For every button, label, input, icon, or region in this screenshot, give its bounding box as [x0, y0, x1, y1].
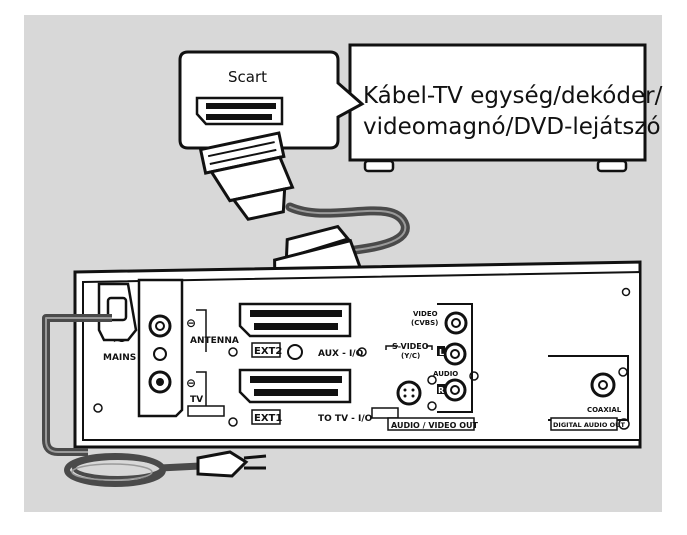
antenna-middle-hole	[153, 347, 167, 361]
av-out-label: AUDIO / VIDEO OUT	[391, 421, 479, 430]
audio-left-marker: L	[439, 348, 444, 357]
ext2-scart-socket: EXT2 AUX - I/O	[228, 302, 367, 360]
video-label-line2: (CVBS)	[411, 319, 438, 327]
mains-socket: ~ MAINS	[97, 282, 138, 363]
ext2-label: EXT2	[254, 346, 282, 357]
aux-io-label: AUX - I/O	[318, 349, 364, 359]
video-label-line1: VIDEO	[413, 310, 438, 318]
external-device: Kábel-TV egység/dekóder/ videomagnó/DVD-…	[348, 43, 663, 173]
antenna-in-symbol: ⊖	[186, 316, 196, 330]
external-device-label-line2: videomagnó/DVD-lejátszó	[363, 114, 661, 140]
to-tv-io-label: TO TV - I/O	[318, 414, 373, 424]
tv-out-symbol: ⊖	[186, 376, 196, 390]
mains-label: MAINS	[103, 353, 136, 363]
antenna-block: ⊖ ANTENNA ⊖ TV	[137, 278, 239, 418]
audio-label: AUDIO	[433, 370, 458, 378]
scart-socket-icon	[195, 96, 284, 126]
audio-right-marker: R	[438, 386, 444, 395]
power-plug-icon	[196, 450, 267, 478]
svideo-label-line1: S-VIDEO	[392, 342, 429, 351]
svideo-label-line2: (Y/C)	[401, 352, 420, 360]
power-cord	[42, 314, 201, 487]
digital-audio-out-label: DIGITAL AUDIO OUT	[553, 421, 625, 429]
scart-plug-upper-icon	[198, 131, 295, 221]
antenna-label: ANTENNA	[190, 336, 239, 346]
svideo-jack	[396, 380, 422, 406]
digital-audio-block: COAXIAL DIGITAL AUDIO OUT	[548, 355, 630, 431]
external-device-label-line1: Kábel-TV egység/dekóder/	[363, 83, 663, 109]
mains-symbol: ~	[112, 330, 127, 351]
tv-label: TV	[190, 395, 203, 405]
ext1-scart-socket: EXT1 TO TV - I/O	[228, 368, 373, 427]
scart-callout: Scart	[178, 50, 365, 150]
ext1-label: EXT1	[254, 413, 282, 424]
av-out-block: VIDEO (CVBS) L R AUDIO S-VIDEO (Y/C) AUD…	[371, 303, 479, 431]
scart-callout-label: Scart	[228, 68, 267, 86]
scart-cable	[285, 202, 410, 257]
coaxial-label: COAXIAL	[587, 406, 622, 414]
